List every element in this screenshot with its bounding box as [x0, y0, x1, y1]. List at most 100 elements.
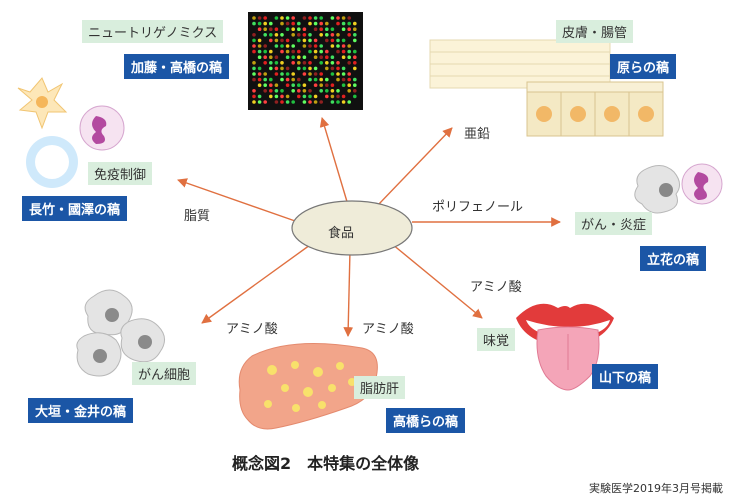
- microarray-spot: [274, 66, 279, 71]
- microarray-spot: [302, 66, 307, 71]
- microarray-spot: [269, 55, 273, 59]
- microarray-spot: [274, 33, 279, 37]
- microarray-spot: [308, 38, 312, 43]
- microarray-spot: [330, 100, 335, 104]
- microarray-spot: [325, 33, 329, 37]
- microarray-spot: [325, 38, 329, 43]
- microarray-spot: [347, 16, 352, 20]
- author-taste: 山下の稿: [592, 364, 659, 389]
- arrow-zinc: [377, 127, 453, 206]
- microarray-spot: [252, 49, 256, 54]
- microarray-spot: [291, 27, 296, 32]
- microarray-spot: [274, 94, 279, 99]
- microarray-spot: [297, 94, 301, 99]
- topic-cancer-inflammation: がん・炎症: [575, 212, 653, 235]
- microarray-spot: [285, 66, 290, 71]
- microarray-spot: [353, 33, 357, 37]
- microarray-spot: [252, 72, 256, 76]
- edge-label-lipid: 脂質: [184, 209, 211, 224]
- microarray-spot: [297, 21, 301, 26]
- microarray-spot: [330, 61, 335, 65]
- microarray-spot: [353, 77, 357, 82]
- microarray-spot: [269, 33, 273, 37]
- microarray-spot: [341, 44, 346, 48]
- microarray-spot: [347, 61, 352, 65]
- arrow-amino-liver: [343, 249, 354, 337]
- author-immune: 長竹・國澤の稿: [22, 196, 128, 221]
- author-cancer-cells: 大垣・金井の稿: [28, 398, 134, 423]
- author-skin: 原らの稿: [610, 54, 677, 79]
- topic-taste: 味覚: [477, 328, 516, 351]
- microarray-spot: [257, 66, 262, 71]
- microarray-spot: [336, 44, 340, 48]
- microarray-spot: [280, 49, 284, 54]
- microarray-spot: [313, 27, 318, 32]
- microarray-spot: [269, 83, 273, 87]
- microarray-spot: [319, 55, 324, 59]
- microarray-spot: [319, 16, 324, 20]
- microarray-spot: [285, 72, 290, 76]
- microarray-spot: [336, 66, 340, 71]
- microarray-spot: [302, 61, 307, 65]
- microarray-spot: [297, 49, 301, 54]
- microarray-spot: [319, 33, 324, 37]
- microarray-spot: [285, 16, 290, 20]
- microarray-spot: [313, 94, 318, 99]
- microarray-spot: [341, 38, 346, 43]
- microarray-spot: [297, 38, 301, 43]
- skin-image: [429, 39, 611, 89]
- microarray-spot: [347, 100, 352, 104]
- microarray-spot: [319, 44, 324, 48]
- arrow-amino-cancer: [201, 244, 311, 324]
- arrows: [177, 117, 561, 337]
- microarray-spot: [269, 94, 273, 99]
- microarray-spot: [252, 89, 256, 93]
- microarray-spot: [263, 89, 268, 93]
- microarray-spot: [336, 16, 340, 20]
- microarray-spot: [263, 21, 268, 26]
- microarray-spot: [330, 33, 335, 37]
- microarray-spot: [274, 89, 279, 93]
- microarray-spot: [257, 38, 262, 43]
- microarray-spot: [297, 27, 301, 32]
- microarray-spot: [280, 38, 284, 43]
- microarray-spot: [347, 21, 352, 26]
- microarray-spot: [336, 21, 340, 26]
- microarray-spot: [353, 49, 357, 54]
- microarray-spot: [285, 83, 290, 87]
- microarray-spot: [269, 89, 273, 93]
- edge-label-zinc: 亜鉛: [464, 127, 491, 142]
- microarray-spot: [285, 94, 290, 99]
- microarray-spot: [308, 72, 312, 76]
- microarray-spot: [291, 55, 296, 59]
- topic-fatty-liver: 脂肪肝: [354, 376, 406, 399]
- microarray-spot: [252, 94, 256, 99]
- microarray-spot: [347, 89, 352, 93]
- microarray-spot: [325, 55, 329, 59]
- microarray-spot: [341, 66, 346, 71]
- microarray-spot: [263, 33, 268, 37]
- microarray-spot: [353, 55, 357, 59]
- topic-immune: 免疫制御: [88, 162, 153, 185]
- microarray-spot: [252, 33, 256, 37]
- microarray-spot: [347, 27, 352, 32]
- microarray-spot: [313, 100, 318, 104]
- immune-cells-image: [17, 77, 125, 188]
- microarray-spot: [269, 27, 273, 32]
- liver-image: [238, 343, 378, 430]
- microarray-spot: [325, 66, 329, 71]
- microarray-spot: [280, 61, 284, 65]
- microarray-spot: [313, 44, 318, 48]
- microarray-spot: [297, 66, 301, 71]
- microarray-spot: [319, 61, 324, 65]
- microarray-spot: [313, 38, 318, 43]
- microarray-spot: [313, 55, 318, 59]
- microarray-spot: [341, 77, 346, 82]
- microarray-spot: [280, 66, 284, 71]
- microarray-spot: [257, 44, 262, 48]
- microarray-spot: [341, 55, 346, 59]
- microarray-spot: [302, 72, 307, 76]
- microarray-spot: [291, 21, 296, 26]
- cancer-cells-image: [76, 289, 165, 377]
